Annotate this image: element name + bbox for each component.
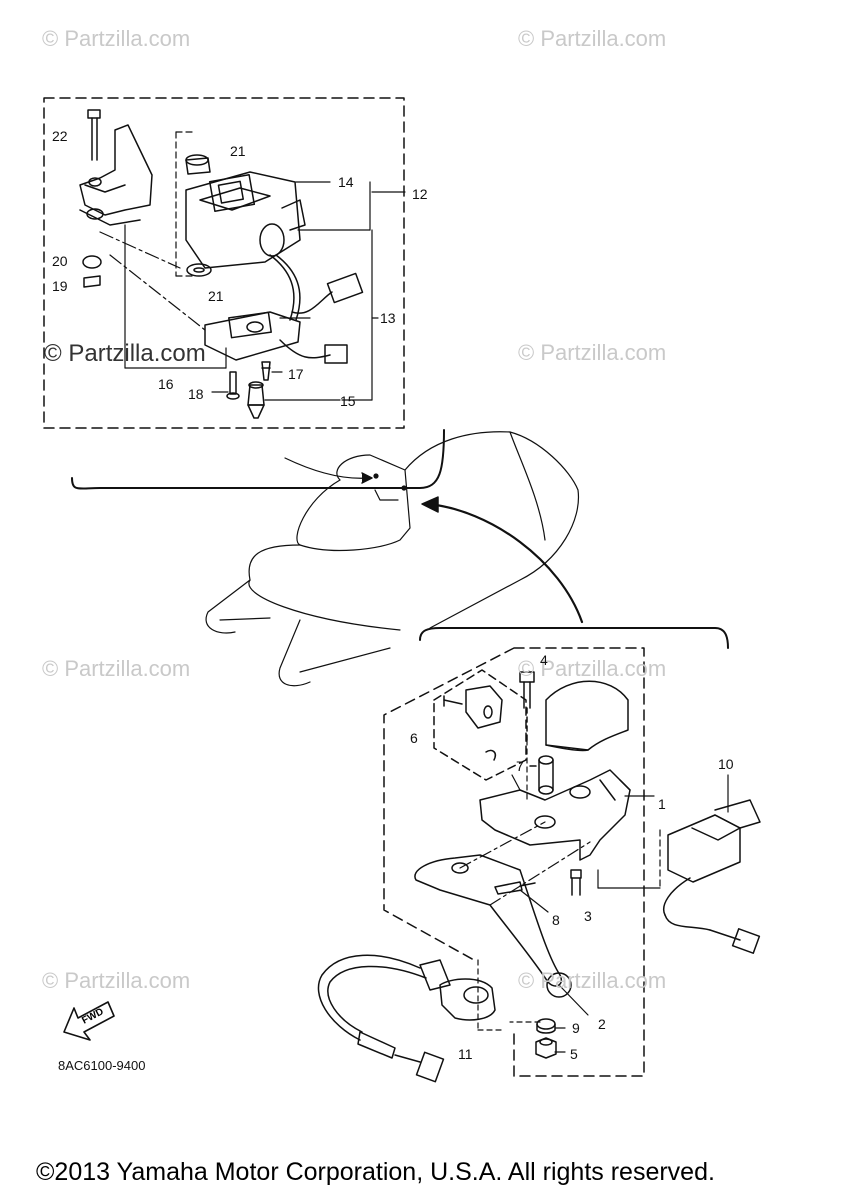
watermark: © Partzilla.com	[518, 968, 667, 993]
callout-22[interactable]: 22	[52, 128, 68, 144]
watermark: © Partzilla.com	[42, 26, 191, 51]
grommet-21-bottom-shape	[186, 263, 212, 277]
bolt-4-shape	[519, 671, 535, 741]
switch-housing-14-shape	[185, 171, 364, 321]
grommet-21-top-shape	[185, 154, 211, 175]
lower-view-pointer	[426, 502, 584, 624]
callout-21[interactable]: 21	[208, 288, 224, 304]
bolt-22-shape	[87, 109, 101, 161]
lever-bracket-shape	[479, 769, 631, 861]
bracket-lines	[99, 131, 406, 401]
screw-15-shape	[247, 381, 265, 419]
callout-18[interactable]: 18	[188, 386, 204, 402]
switch-base-shape	[204, 311, 348, 364]
switch-6-box	[433, 669, 527, 781]
callout-16[interactable]: 16	[158, 376, 174, 392]
callout-13[interactable]: 13	[380, 310, 396, 326]
callout-11[interactable]: 11	[458, 1046, 473, 1062]
callout-19[interactable]: 19	[52, 278, 68, 294]
callout-3[interactable]: 3	[584, 908, 592, 924]
lower-view-bracket	[419, 627, 729, 649]
watermark: © Partzilla.com	[42, 656, 191, 681]
callout-6[interactable]: 6	[410, 730, 418, 746]
lower-assembly-box	[383, 647, 645, 1077]
callout-8[interactable]: 8	[552, 912, 560, 928]
callout-4[interactable]: 4	[540, 652, 548, 668]
brake-lever-shape	[414, 854, 572, 998]
watermark: © Partzilla.com	[42, 968, 191, 993]
callout-14[interactable]: 14	[338, 174, 354, 190]
callout-20[interactable]: 20	[52, 253, 68, 269]
callout-17[interactable]: 17	[288, 366, 304, 382]
callout-5[interactable]: 5	[570, 1046, 578, 1062]
screw-18-shape	[226, 371, 240, 400]
watermark: © Partzilla.com	[518, 656, 667, 681]
mount-bracket-shape	[79, 124, 153, 226]
watermark: © Partzilla.com	[44, 340, 206, 367]
upper-assembly-box	[43, 97, 405, 429]
watermark: © Partzilla.com	[518, 26, 667, 51]
sensor-11-shape	[317, 954, 496, 1083]
diagram-code: 8AC6100-9400	[58, 1058, 146, 1073]
fwd-label: FWD	[80, 1006, 105, 1026]
copyright-notice: ©2013 Yamaha Motor Corporation, U.S.A. A…	[36, 1158, 715, 1186]
washer-9-shape	[536, 1018, 556, 1034]
callout-1[interactable]: 1	[658, 796, 666, 812]
upper-view-bracket	[71, 429, 445, 490]
callout-7[interactable]: 7	[516, 758, 524, 774]
washer-19-shape	[83, 275, 101, 288]
callout-10[interactable]: 10	[718, 756, 734, 772]
pin-7-shape	[529, 755, 554, 795]
screw-17-shape	[261, 361, 271, 381]
switch-6-shape	[443, 685, 503, 761]
callout-21[interactable]: 21	[230, 143, 246, 159]
snowmobile-outline	[205, 431, 580, 687]
callout-9[interactable]: 9	[572, 1020, 580, 1036]
nut-20-shape	[82, 255, 102, 269]
connector-10-shape	[663, 799, 761, 954]
upper-view-pointer	[284, 457, 369, 479]
callout-12[interactable]: 12	[412, 186, 428, 202]
nut-5-shape	[535, 1037, 557, 1059]
fwd-arrow-icon	[63, 1001, 115, 1041]
lower-bracket-lines	[459, 739, 661, 1053]
callout-2[interactable]: 2	[598, 1016, 606, 1032]
screw-8-shape	[494, 881, 536, 895]
bolt-3-shape	[570, 869, 582, 896]
watermark: © Partzilla.com	[518, 340, 667, 365]
callout-15[interactable]: 15	[340, 393, 356, 409]
grip-cover-shape	[545, 680, 629, 752]
